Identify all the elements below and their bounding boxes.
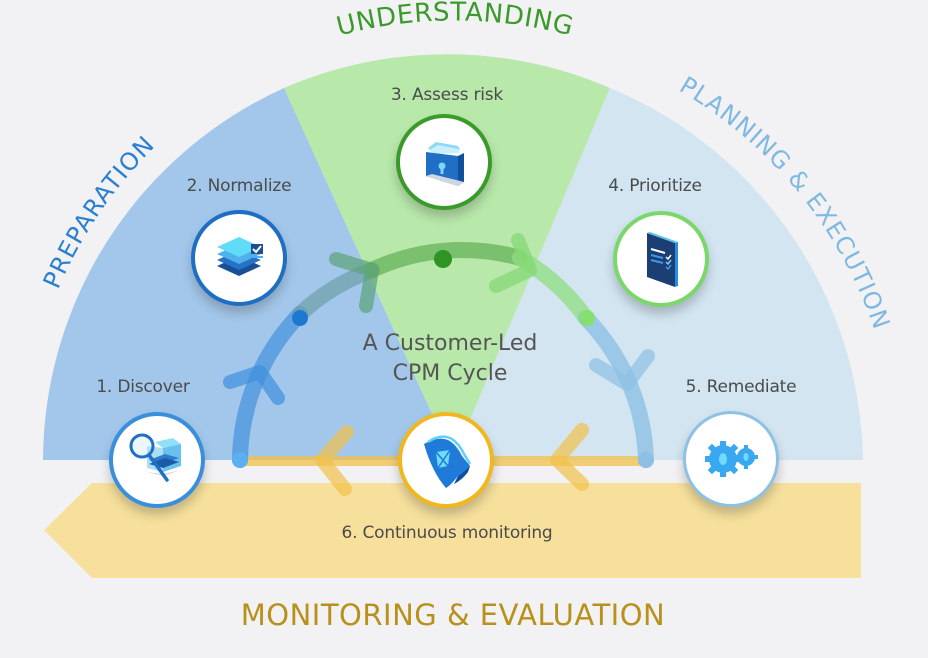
arc-dots	[232, 250, 654, 468]
arc-dot	[638, 452, 654, 468]
magnifier-layers-icon	[129, 433, 181, 482]
phase-label-monitoring-evaluation: MONITORING & EVALUATION	[240, 598, 666, 632]
cycle-title-line-1: A Customer-Led	[362, 331, 538, 356]
arc-dot	[434, 250, 452, 268]
checklist-document-icon	[647, 232, 678, 287]
step-node-prioritize[interactable]	[613, 211, 709, 307]
step-label-prioritize: 4. Prioritize	[608, 176, 702, 196]
arc-dot	[232, 452, 248, 468]
arc-dot	[292, 310, 308, 326]
arrow-left-bottom-left-icon	[315, 425, 354, 496]
arrow-left-bottom-right-icon	[550, 423, 589, 491]
phase-label-understanding: UNDERSTANDING	[334, 0, 577, 42]
arrow-right-top-icon	[489, 233, 537, 293]
step-label-assess-risk: 3. Assess risk	[390, 85, 504, 105]
shield-icon	[424, 435, 472, 488]
step-node-continuous-monitoring[interactable]	[398, 412, 494, 508]
arc-dot	[579, 310, 595, 326]
locked-folder-icon	[426, 142, 464, 186]
step-label-remediate: 5. Remediate	[685, 377, 797, 397]
step-label-discover: 1. Discover	[96, 377, 190, 397]
cycle-title: A Customer-Led CPM Cycle	[363, 329, 538, 389]
step-label-normalize: 2. Normalize	[186, 176, 292, 196]
cycle-arrows	[223, 233, 655, 496]
arrow-up-top-left-icon	[329, 252, 379, 313]
monitoring-banner	[44, 483, 861, 578]
cycle-title-line-2: CPM Cycle	[392, 361, 508, 386]
stacked-layers-check-icon	[217, 237, 263, 276]
arrow-down-right-icon	[589, 349, 655, 391]
step-node-normalize[interactable]	[191, 210, 287, 306]
step-node-remediate[interactable]	[683, 411, 779, 507]
gears-icon	[705, 441, 758, 477]
step-node-assess-risk[interactable]	[396, 114, 492, 210]
step-node-discover[interactable]	[109, 412, 205, 508]
arrow-up-left-icon	[223, 365, 285, 405]
arc-segment-preparation	[232, 306, 308, 468]
step-label-continuous-monitoring: 6. Continuous monitoring	[341, 523, 553, 543]
